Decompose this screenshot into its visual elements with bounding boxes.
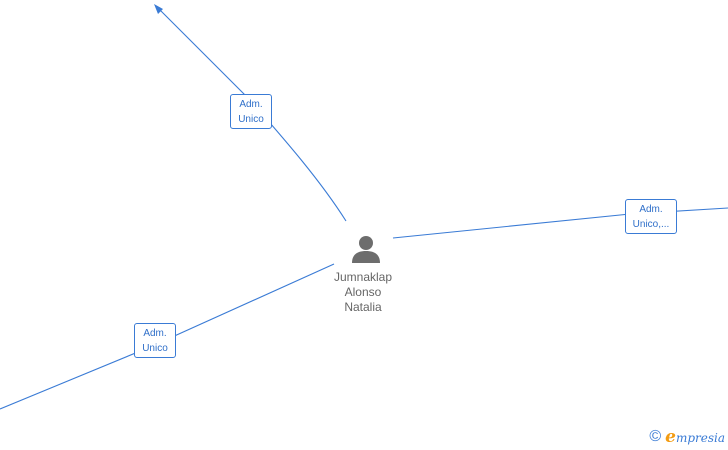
person-name-line: Jumnaklap	[333, 270, 393, 284]
relation-label-line: Unico	[238, 114, 264, 125]
relation-label-line: Adm.	[239, 99, 263, 110]
arrow-head-icon	[154, 4, 163, 14]
relation-label-line: Unico,...	[632, 219, 670, 230]
relation-label-top[interactable]: Adm. Unico	[230, 94, 272, 129]
brand-name: mpresia	[675, 431, 725, 445]
brand-logo: empresia	[665, 427, 725, 447]
person-name[interactable]: Jumnaklap Alonso Natalia	[322, 270, 404, 315]
person-icon[interactable]	[351, 234, 381, 264]
person-name-line: Alonso	[344, 285, 382, 299]
relation-label-line: Unico	[142, 343, 168, 354]
copyright-icon: ©	[649, 428, 662, 445]
relation-label-bottom-left[interactable]: Adm. Unico	[134, 323, 176, 358]
brand-initial: e	[665, 427, 676, 447]
relation-label-line: Adm.	[639, 204, 663, 215]
relation-label-right[interactable]: Adm. Unico,...	[625, 199, 677, 234]
person-name-line: Natalia	[344, 300, 382, 314]
empresia-watermark: © empresia	[649, 427, 725, 447]
relation-label-line: Adm.	[143, 328, 167, 339]
edge-right	[392, 207, 728, 239]
